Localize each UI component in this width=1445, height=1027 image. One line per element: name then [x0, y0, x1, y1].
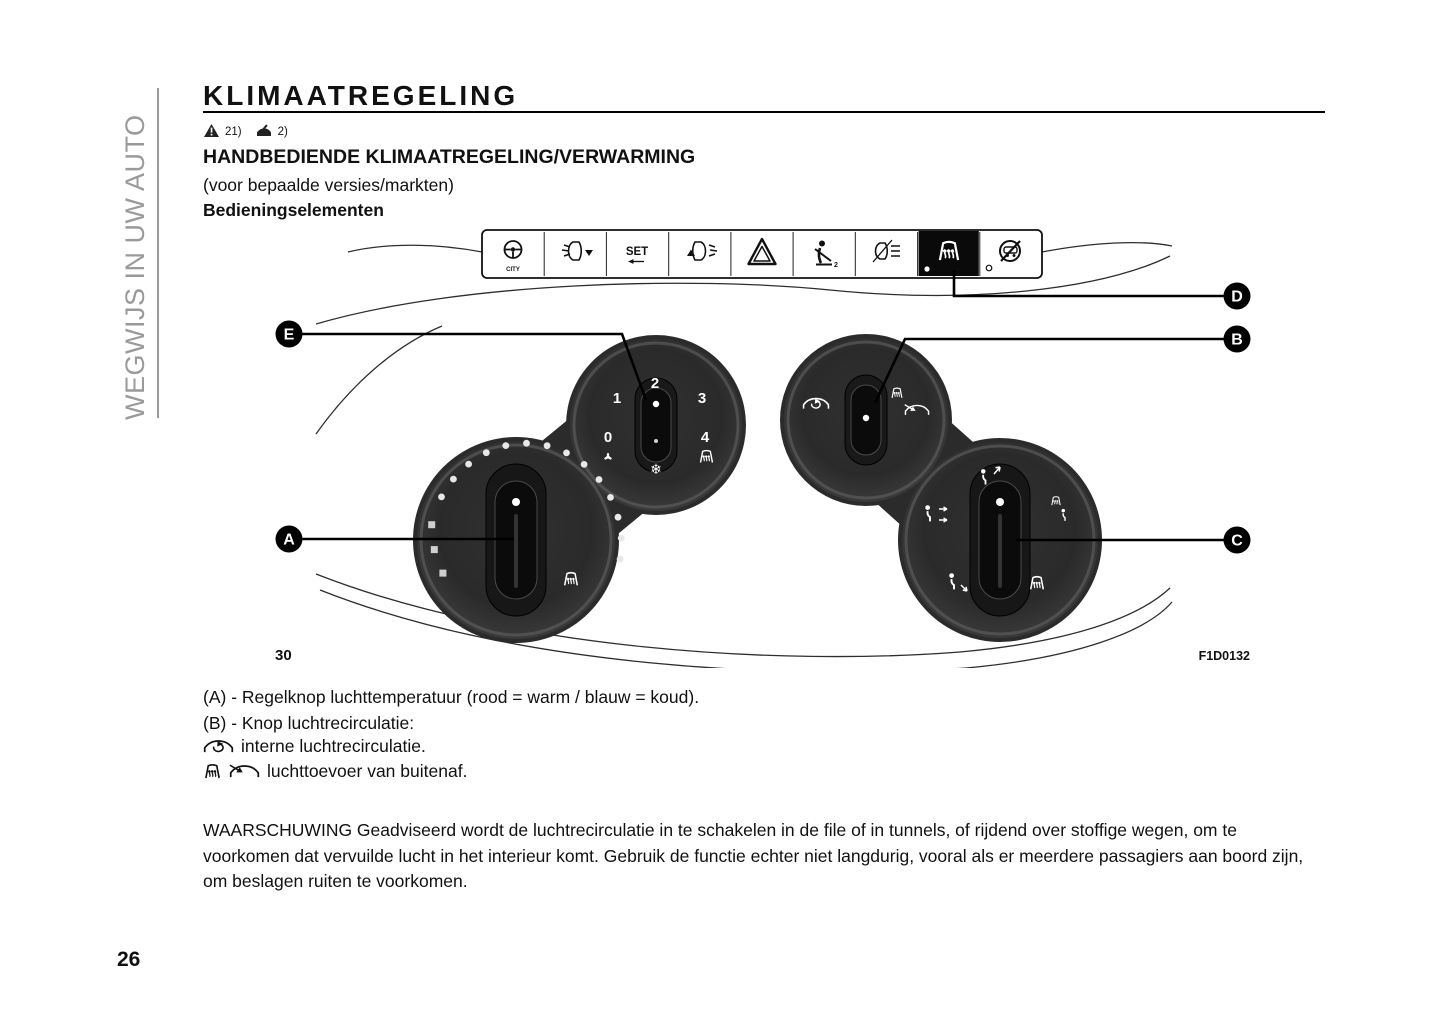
legend-text: luchttoevoer van buitenaf.: [267, 761, 468, 781]
callout-e: E: [275, 320, 303, 348]
left-control-panel: 1 2 3 0 4 ❄: [413, 335, 746, 643]
hazard-triangle-icon: [747, 237, 777, 266]
led-indicator: [985, 264, 993, 272]
reference-number: 21): [225, 126, 242, 138]
temperature-scale-dots: [428, 439, 625, 577]
callout-a: A: [275, 525, 303, 553]
fan-position-label: 3: [698, 390, 706, 407]
figure-number: 30: [275, 647, 292, 664]
airflow-arrow-icon: [960, 584, 968, 592]
fan-position-label: 1: [613, 390, 621, 407]
legend-recirc-internal: interne luchtrecirculatie.: [203, 736, 426, 757]
title-rule: [203, 111, 1325, 113]
airflow-arrow-icon: [939, 506, 948, 523]
hazard-button: [747, 237, 777, 266]
seatbelt-reminder-button: 2: [814, 240, 838, 269]
availability-note: (voor bepaalde versies/markten): [203, 175, 454, 195]
fan-position-label: 4: [701, 429, 710, 446]
fan-position-label: 0: [604, 429, 612, 446]
front-fog-icon: [691, 241, 707, 261]
airflow-arrow-icon: [993, 466, 1001, 475]
svg-text:D: D: [1231, 289, 1243, 306]
front-fog-button: [687, 241, 718, 261]
vehicle-caution-icon: [255, 123, 273, 141]
legend-air-outside: luchttoevoer van buitenaf.: [203, 761, 467, 782]
section-subtitle: HANDBEDIENDE KLIMAATREGELING/VERWARMING: [203, 146, 696, 168]
svg-text:E: E: [284, 327, 295, 344]
right-control-panel: [780, 334, 1102, 642]
recirculation-icon: [203, 739, 234, 755]
reference-number: 2): [277, 126, 288, 138]
legend-line-b: (B) - Knop luchtrecirculatie:: [203, 713, 415, 733]
fan-speed-knob: [634, 377, 678, 473]
headlight-leveling-button: [561, 241, 593, 261]
reference-notes: 21) 2): [203, 123, 296, 141]
heated-rear-window-button: [918, 231, 979, 276]
set-label: SET: [626, 246, 648, 258]
set-button: SET: [626, 246, 648, 264]
figure-code: F1D0132: [1199, 649, 1250, 663]
controls-heading: Bedieningselementen: [203, 200, 384, 220]
chapter-vertical-label: WEGWIJS IN UW AUTO: [120, 114, 150, 421]
rear-fog-button: [872, 239, 900, 263]
led-indicator: [924, 266, 930, 272]
temperature-knob: [485, 463, 547, 617]
snowflake-icon: ❄: [650, 461, 662, 477]
outside-air-icon: [229, 764, 260, 780]
chapter-rule: [157, 88, 159, 418]
city-button: CITY: [503, 240, 523, 273]
legend-text: interne luchtrecirculatie.: [241, 736, 426, 756]
seatbelt-sub-label: 2: [834, 262, 838, 269]
svg-text:A: A: [283, 532, 295, 549]
warning-triangle-icon: [203, 123, 220, 141]
distribution-knob: [969, 463, 1031, 617]
fan-speed-labels: 1 2 3 0 4: [604, 375, 710, 446]
legend-line-a: (A) - Regelknop luchttemperatuur (rood =…: [203, 687, 700, 707]
esc-off-button: [985, 240, 1021, 272]
seatbelt-icon: [819, 240, 825, 247]
svg-text:C: C: [1231, 533, 1243, 550]
esc-off-icon: [999, 240, 1021, 262]
warning-paragraph: WAARSCHUWING Geadviseerd wordt de luchtr…: [203, 820, 1304, 891]
callout-lines: [302, 270, 1224, 542]
callout-c: C: [1223, 526, 1251, 554]
dashboard-button-strip: CITY SET: [481, 229, 1043, 279]
windshield-defrost-icon: [203, 762, 222, 781]
fan-position-label: 2: [651, 375, 659, 392]
city-label: CITY: [506, 267, 520, 273]
svg-text:B: B: [1231, 332, 1243, 349]
callout-b: B: [1223, 325, 1251, 353]
page-number: 26: [117, 948, 141, 971]
callout-d: D: [1223, 282, 1251, 310]
climate-controls-figure: 1 2 3 0 4 ❄: [275, 229, 1251, 668]
page-title: KLIMAATREGELING: [203, 80, 519, 111]
